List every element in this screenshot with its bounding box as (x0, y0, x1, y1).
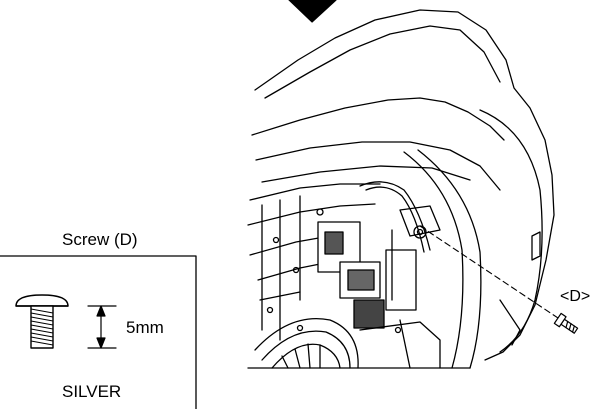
screw-callout-label: <D> (560, 288, 591, 305)
screw-spec-title: Screw (D) (62, 230, 138, 249)
screw-icon (15, 294, 69, 349)
screw-d-callout (419, 225, 579, 334)
screw-color-label: SILVER (62, 382, 122, 401)
screw-spec-box (0, 255, 197, 409)
length-dimension (87, 305, 117, 349)
camera-body (247, 9, 555, 369)
screw-length-label: 5mm (126, 318, 164, 337)
down-arrow-icon (288, 0, 337, 23)
